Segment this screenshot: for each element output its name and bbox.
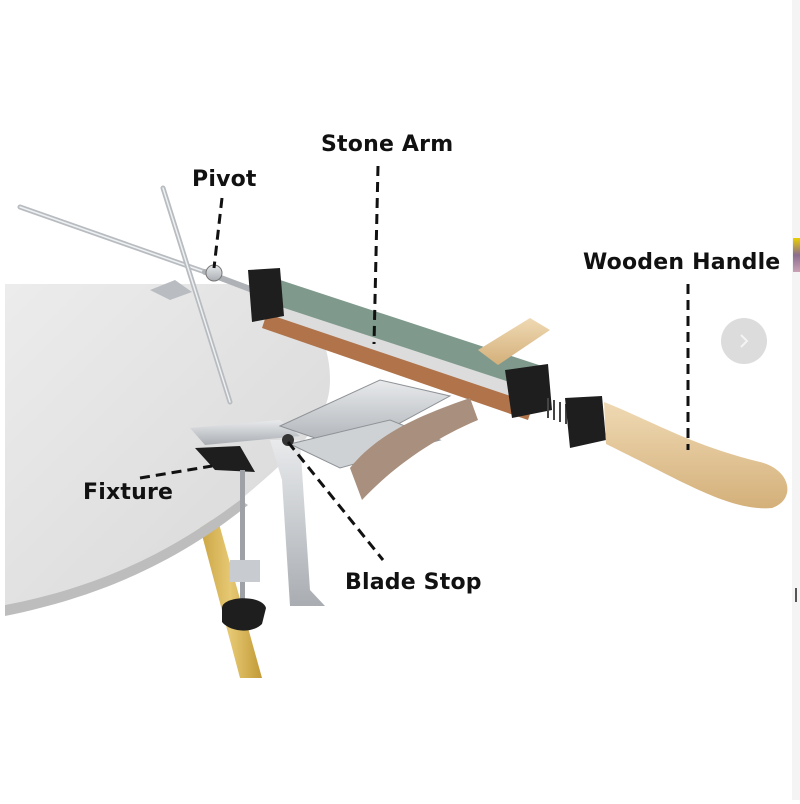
label-stone-arm: Stone Arm	[321, 132, 454, 157]
leader-stone-arm	[372, 165, 380, 345]
label-fixture: Fixture	[83, 480, 174, 505]
adjacent-slide-edge	[792, 0, 800, 800]
fixture-clamp	[190, 420, 325, 631]
leader-blade-stop	[286, 441, 385, 561]
adjacent-slide-mark	[795, 588, 797, 602]
chevron-right-icon	[740, 334, 749, 348]
cross-handle	[478, 318, 550, 365]
guide-rods	[17, 185, 261, 405]
table-top	[5, 284, 330, 616]
label-blade-stop: Blade Stop	[345, 570, 482, 595]
stone-arm-assembly	[248, 268, 552, 420]
pivot-joint	[150, 264, 223, 300]
label-pivot: Pivot	[192, 167, 257, 192]
leader-fixture	[139, 464, 213, 480]
blade-holder	[278, 379, 478, 500]
carousel-next-button[interactable]	[721, 318, 767, 364]
wooden-handle-grip	[565, 396, 788, 509]
label-wooden-handle: Wooden Handle	[583, 250, 781, 275]
leader-pivot	[212, 197, 224, 269]
table-leg	[198, 520, 262, 678]
adjacent-slide-thumbnail	[793, 238, 800, 272]
leader-lines	[139, 165, 690, 561]
